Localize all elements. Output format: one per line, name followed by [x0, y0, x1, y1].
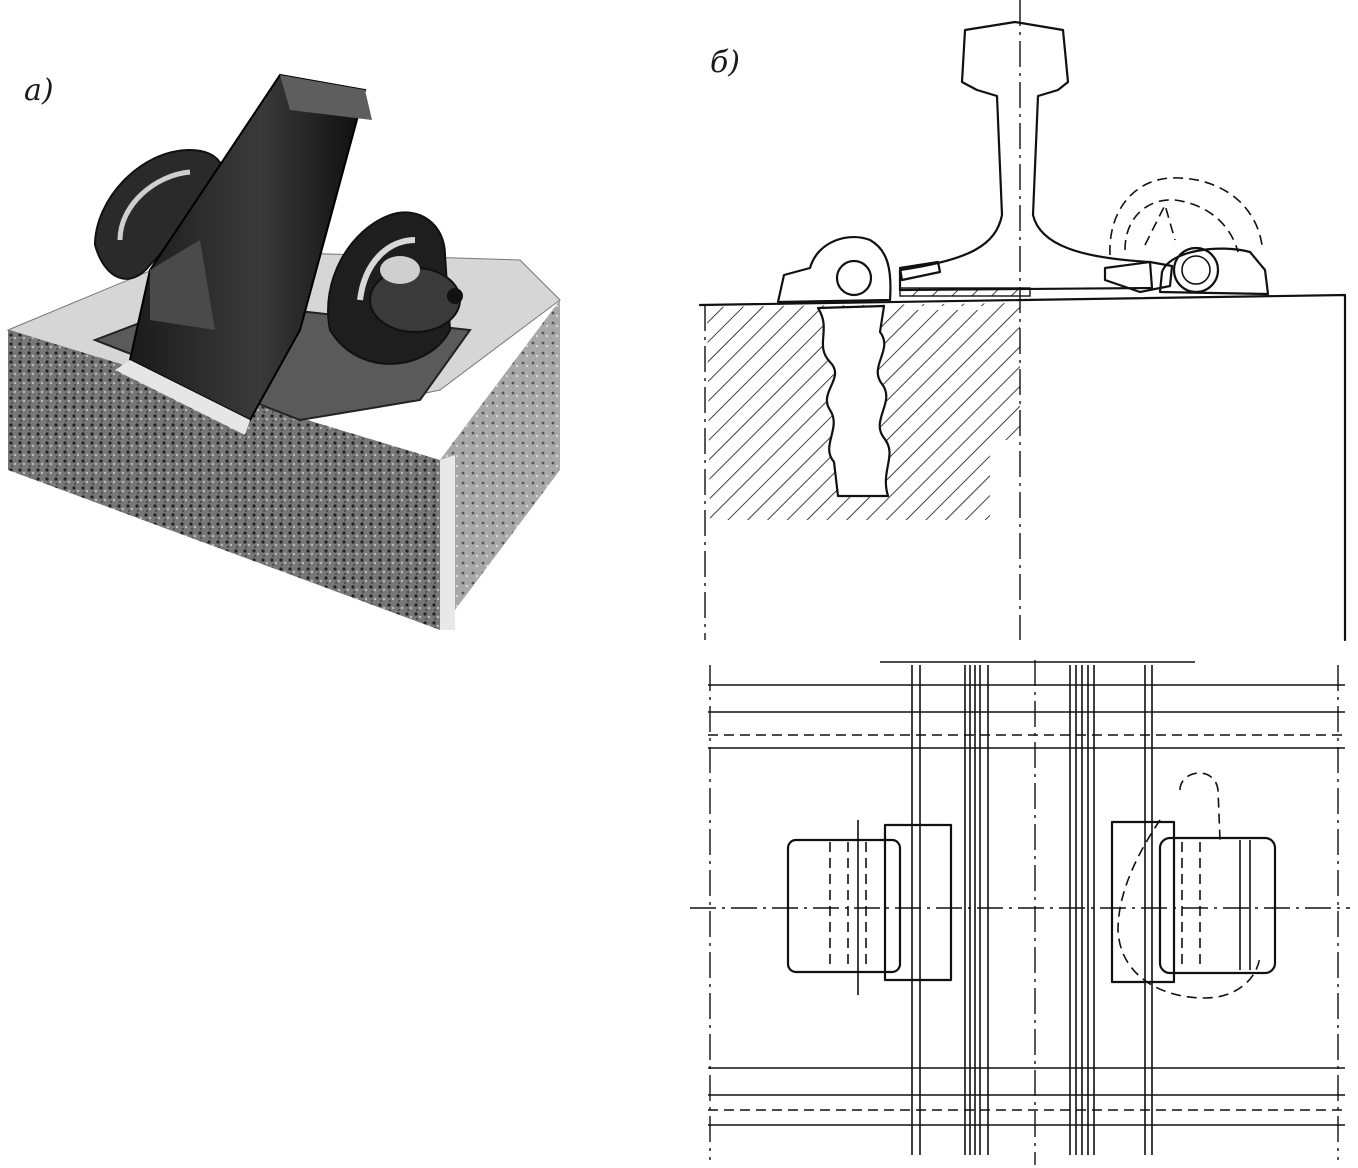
- right-pin: [1172, 246, 1220, 294]
- plan-clip-alt-position: [1117, 772, 1261, 999]
- panel-a: а): [6, 73, 561, 630]
- plan-left-clamp: [786, 820, 953, 995]
- plan-view: [690, 660, 1350, 1165]
- plan-vertical-lines: [880, 661, 1195, 1155]
- panel-b-label: б): [710, 45, 740, 80]
- clip-alt-position: [1109, 177, 1263, 256]
- right-clip: [327, 211, 463, 365]
- anchor-hole: [816, 304, 891, 498]
- rail: [115, 73, 372, 435]
- sleeper-outline: [698, 293, 1347, 642]
- right-shoulder: [1158, 247, 1270, 296]
- panel-b: б): [690, 0, 1350, 1165]
- rail-pad: [899, 287, 1031, 297]
- rail-profile: [898, 20, 1154, 292]
- cross-section-view: [698, 0, 1347, 642]
- plan-right-clamp: [1110, 772, 1277, 999]
- panel-a-label: а): [24, 73, 54, 108]
- left-shoulder: [776, 236, 892, 304]
- left-pin: [835, 259, 873, 297]
- left-clip: [93, 148, 225, 280]
- plan-horizontal-lines: [708, 684, 1345, 1126]
